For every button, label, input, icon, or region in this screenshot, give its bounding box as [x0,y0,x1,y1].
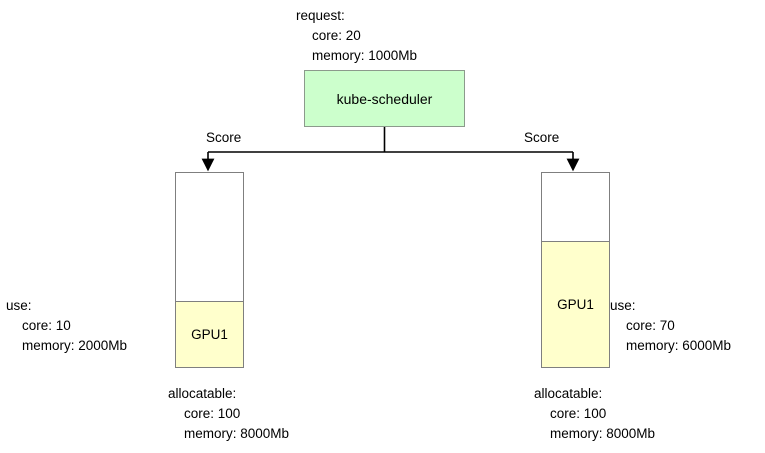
edge-label-score-left: Score [206,130,242,145]
gpu-node-right-use-memory-label: memory: 6000Mb [626,338,732,353]
gpu-node-right-use-core-label: core: 70 [626,318,675,333]
gpu-node-left-used-fill: GPU1 [176,301,243,367]
gpu-node-right-allocatable-head-label: allocatable: [534,386,603,401]
gpu-node-left-use-head-label: use: [6,298,32,313]
gpu-node-right-allocatable-memory-label: memory: 8000Mb [550,426,656,441]
gpu-node-right-allocatable-core-label: core: 100 [550,406,607,421]
gpu-node-left-use-annotation: use: core: 10 memory: 2000Mb [6,296,127,356]
kube-scheduler-label: kube-scheduler [336,90,433,107]
gpu-node-right-used-fill: GPU1 [542,241,609,367]
gpu-node-left-bar-label: GPU1 [191,327,228,342]
gpu-node-left-capacity-bar[interactable]: GPU1 [175,172,244,368]
gpu-node-left-allocatable-memory-label: memory: 8000Mb [184,426,290,441]
gpu-node-right-capacity-bar[interactable]: GPU1 [541,172,610,368]
gpu-node-right-use-head-label: use: [610,298,636,313]
gpu-node-right-use-annotation: use: core: 70 memory: 6000Mb [610,296,731,356]
gpu-node-left-use-core-label: core: 10 [22,318,71,333]
kube-scheduler-node[interactable]: kube-scheduler [304,70,465,127]
gpu-node-left-allocatable-annotation: allocatable: core: 100 memory: 8000Mb [168,384,289,444]
gpu-node-left-allocatable-head-label: allocatable: [168,386,237,401]
edge-label-score-right: Score [524,130,560,145]
request-head-label: request: [296,8,345,23]
request-annotation: request: core: 20 memory: 1000Mb [296,6,417,66]
gpu-node-right-bar-label: GPU1 [557,297,594,312]
gpu-node-left-allocatable-core-label: core: 100 [184,406,241,421]
gpu-node-left-use-memory-label: memory: 2000Mb [22,338,128,353]
gpu-node-right-allocatable-annotation: allocatable: core: 100 memory: 8000Mb [534,384,655,444]
request-memory-label: memory: 1000Mb [312,48,418,63]
request-core-label: core: 20 [312,28,361,43]
